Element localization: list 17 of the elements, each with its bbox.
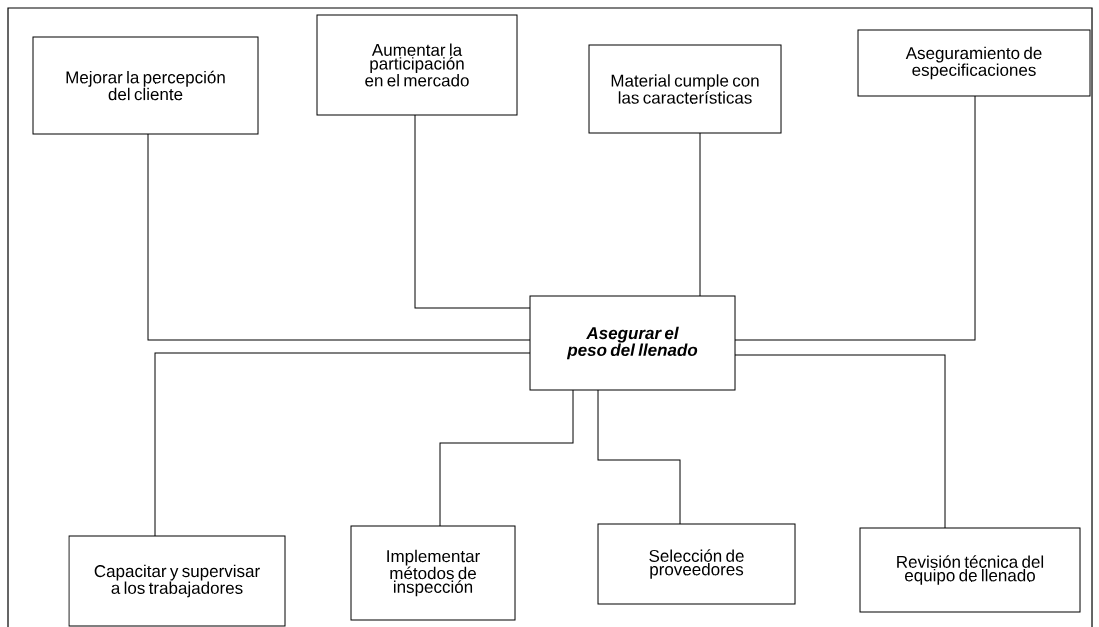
goal-box: Aseguramiento de especificaciones: [857, 29, 1091, 97]
connector-line: [147, 133, 531, 341]
connector-line: [597, 389, 681, 525]
goal-box: Capacitar y supervisar a los trabajadores: [68, 535, 286, 627]
goal-box: Implementar métodos de inspección: [350, 525, 516, 621]
connector-line: [154, 352, 531, 537]
connector-line: [734, 95, 976, 341]
goal-box: Mejorar la percepción del cliente: [32, 36, 259, 135]
goal-box: Aumentar la participación en el mercado: [316, 14, 518, 116]
goal-box: Material cumple con las características: [588, 44, 782, 134]
connector-line: [439, 389, 574, 527]
connector-line: [734, 354, 946, 529]
goal-box: Revisión técnica del equipo de llenado: [859, 527, 1081, 613]
central-box: Asegurar el peso del llenado: [529, 295, 736, 391]
connector-line: [699, 132, 701, 297]
connector-line: [414, 114, 531, 309]
goal-box: Selección de proveedores: [597, 523, 796, 605]
